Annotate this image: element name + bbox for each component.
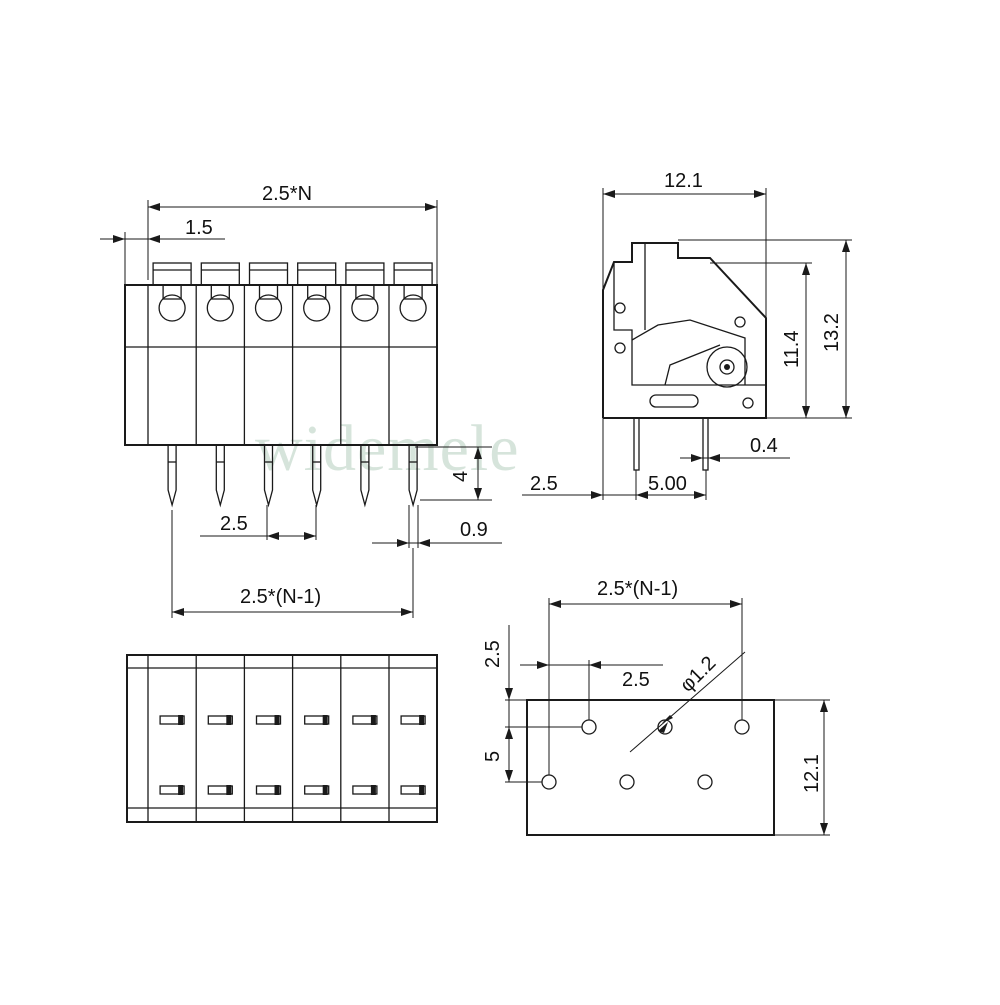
bottom-terminal-cell [255,715,282,795]
front-terminal-cell [248,262,289,322]
dim-side-depth: 12.1 [602,170,767,318]
bottom-terminal-cell [207,715,233,795]
dim-hole-diameter: φ1.2 [629,651,746,753]
front-terminal-cell [152,262,192,322]
vertical-offset-label: 2.5 [482,640,504,668]
front-pin [360,444,370,508]
dim-vertical-offset: 2.5 [482,625,582,739]
side-pin-offset-label: 2.5 [530,473,558,495]
bottom-terminal-cell [352,715,378,795]
front-pin [215,444,225,508]
bottom-terminal-cell [159,715,185,795]
front-terminal-cell [297,262,337,322]
pin-span-label: 2.5*(N-1) [240,586,321,608]
dim-edge-offset: 1.5 [100,217,225,285]
side-depth-label: 12.1 [664,170,703,192]
board-depth-label: 12.1 [801,754,823,793]
bottom-terminal-cells [147,655,438,822]
front-pins [167,444,418,508]
horizontal-offset-label: 2.5 [622,669,650,691]
dim-pin-span: 2.5*(N-1) [171,510,414,618]
row-spacing-label: 5 [482,751,504,762]
height-inner-label: 11.4 [781,331,803,368]
watermark: widemele [255,412,520,485]
pin-width-label: 0.9 [460,519,488,541]
front-pin [263,444,274,508]
bottom-view [126,654,438,823]
pcb-layout: 2.5*(N-1) 2.5 2.5 5 [482,578,830,836]
front-pin [408,444,418,508]
front-terminal-cells [152,262,433,322]
front-pin [167,444,177,508]
front-terminal-cell [393,262,433,322]
pcb-hole [697,774,713,790]
front-pin [312,444,322,508]
bottom-terminal-cell [400,715,426,795]
pcb-hole [581,719,597,735]
hole-span-label: 2.5*(N-1) [597,578,678,600]
pcb-hole [541,774,557,790]
pcb-hole [619,774,635,790]
pin-pitch-label: 2.5 [220,513,248,535]
side-pins [633,417,709,471]
dim-horizontal-offset: 2.5 [520,660,663,720]
edge-offset-label: 1.5 [185,217,213,239]
bottom-terminal-cell [304,715,330,795]
dim-hole-span: 2.5*(N-1) [548,578,743,775]
dim-pin-width: 0.9 [372,505,502,548]
dim-height-inner: 11.4 [710,262,812,419]
pin-height-label: 4 [450,471,472,482]
side-body [602,242,767,419]
dim-height-total: 13.2 [678,239,852,419]
hole-diameter-label: φ1.2 [676,652,720,696]
dim-row-spacing: 5 [482,727,542,783]
overall-width-label: 2.5*N [262,183,312,205]
dim-pin-pitch: 2.5 [200,505,317,540]
front-terminal-cell [200,262,240,322]
pcb-holes [541,719,750,790]
front-view: 2.5*N 1.5 4 2.5 [100,183,502,618]
side-pin-spacing-label: 5.00 [648,473,687,495]
dim-pin-height: 4 [415,446,492,501]
pin-thickness-label: 0.4 [750,435,778,457]
dim-pin-thickness: 0.4 [680,435,790,470]
dim-overall-width: 2.5*N [147,183,438,285]
front-terminal-cell [345,262,385,322]
side-view: 12.1 11.4 13.2 0.4 [522,170,852,500]
dim-side-pin-offset: 2.5 5.00 [522,418,707,500]
height-total-label: 13.2 [821,313,843,352]
dim-board-depth: 12.1 [774,699,830,836]
pcb-hole [734,719,750,735]
